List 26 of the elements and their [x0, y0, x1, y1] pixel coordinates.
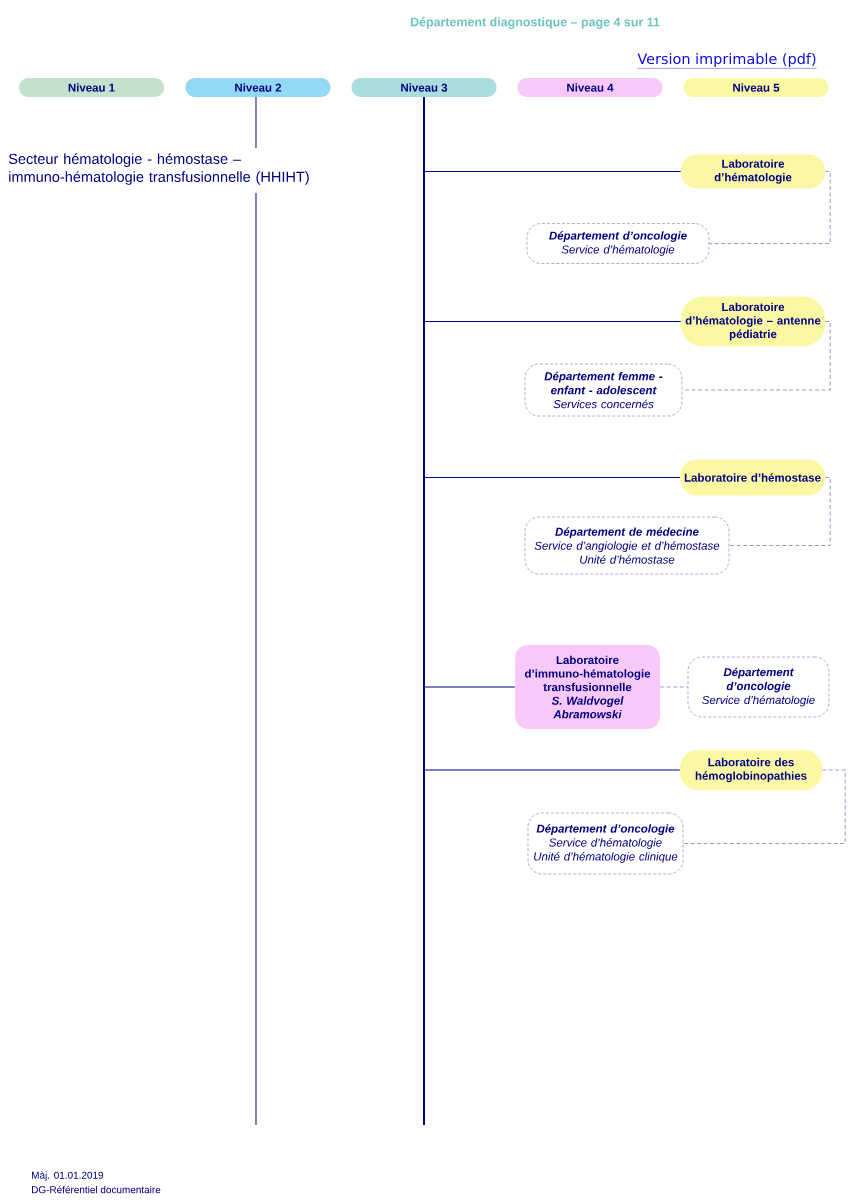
- level-pill: Niveau 5: [683, 78, 829, 97]
- level-pill: Niveau 3: [351, 78, 497, 97]
- level-pill: Niveau 4: [517, 78, 663, 97]
- dashed-box: Département femme - enfant - adolescent Services concernés: [524, 363, 683, 417]
- level-pill: Niveau 2: [185, 78, 331, 97]
- unit-box: Laboratoire d’hémostase: [680, 459, 825, 496]
- dashed-box: Département d’oncologie Service d’hématologie Unité d’hématologie clinique: [527, 812, 684, 875]
- print-link: Version imprimable (pdf): [637, 53, 817, 69]
- dashed-connector: [708, 171, 831, 244]
- unit-box: Laboratoire des hémoglobinopathies: [680, 750, 822, 790]
- dashed-connector: [728, 477, 831, 546]
- connector-line: [423, 96, 681, 771]
- unit-box: Laboratoire d’hématologie – antenne pédiatrie: [681, 296, 825, 347]
- dashed-connector: [682, 769, 846, 844]
- dashed-box: Département d’oncologie Service d’hématologie: [687, 656, 830, 718]
- dashed-box: Département d’oncologie Service d’hématologie: [526, 223, 710, 264]
- footer-text: DG-Référentiel documentaire: [32, 1185, 161, 1194]
- unit-box: Laboratoire d’immuno-hématologie transfusionnelle S. Waldvogel Abramowski: [515, 645, 660, 729]
- dashed-connector: [681, 321, 831, 391]
- section-heading: Secteur hématologie - hémostase – immuno-hématologie transfusionnelle (HHIHT): [8, 153, 309, 185]
- unit-box: Laboratoire d’hématologie: [681, 154, 825, 189]
- dashed-connector: [659, 686, 689, 688]
- dashed-box: Département de médecine Service d’angiologie et d’hémostase Unité d’hémostase: [524, 516, 730, 575]
- page-title: Département diagnostique – page 4 sur 11: [410, 17, 660, 29]
- level-pill: Niveau 1: [19, 78, 164, 97]
- footer-text: Màj. 01.01.2019: [32, 1171, 104, 1181]
